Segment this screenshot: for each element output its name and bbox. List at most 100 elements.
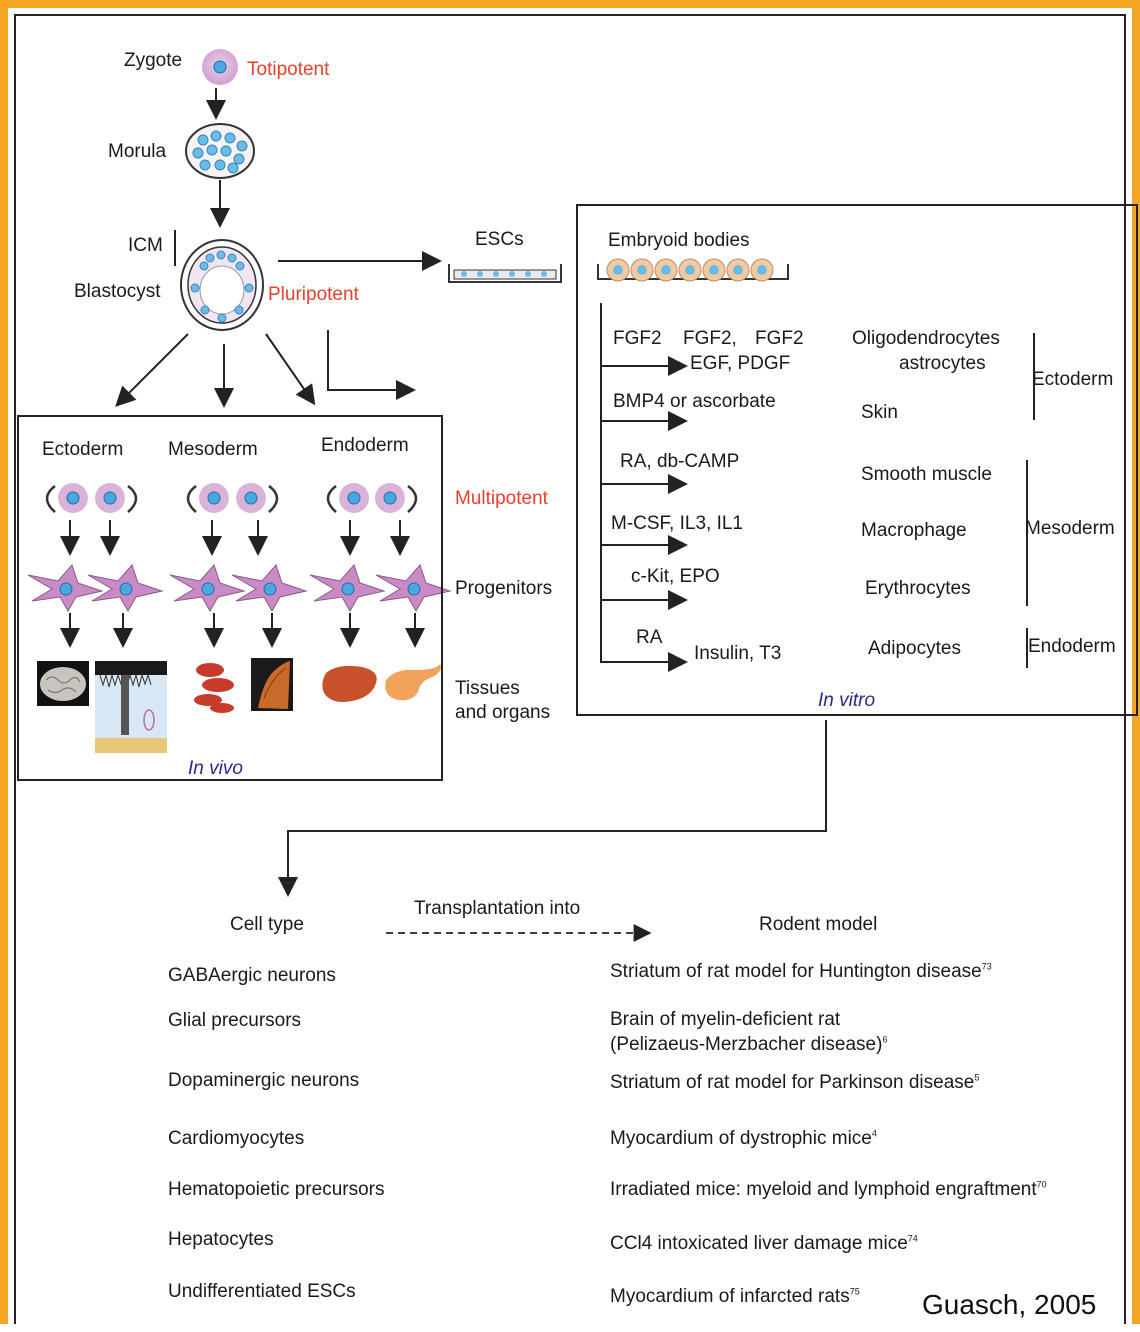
reference-number: 75	[849, 1286, 860, 1297]
cell-type-item: Glial precursors	[168, 1010, 302, 1031]
embryoid-bodies-label: Embryoid bodies	[608, 230, 750, 251]
progenitor-cell	[231, 564, 308, 613]
factor-bmp4: BMP4 or ascorbate	[613, 391, 776, 412]
self-renewal-arrow	[127, 485, 138, 513]
rodent-model-item: Myocardium of dystrophic mice4	[610, 1128, 877, 1151]
progenitor-cell	[375, 564, 452, 613]
rodent-model-item: CCl4 intoxicated liver damage mice74	[610, 1233, 918, 1256]
embryoid-body	[678, 258, 702, 282]
factor-insulin-t3: Insulin, T3	[694, 643, 782, 664]
outcome-smooth-muscle: Smooth muscle	[861, 464, 992, 485]
escs-label: ESCs	[475, 229, 524, 250]
self-renewal-arrow	[407, 485, 418, 513]
progenitor-cells-row	[27, 564, 452, 613]
layer-ectoderm: Ectoderm	[1032, 369, 1114, 390]
multipotent-cell	[236, 483, 266, 513]
embryoid-body	[726, 258, 750, 282]
progenitors-label: Progenitors	[455, 578, 553, 599]
credit-label: Guasch, 2005	[922, 1289, 1097, 1320]
rodent-model-text: Irradiated mice: myeloid and lymphoid en…	[610, 1179, 1037, 1200]
zygote-label: Zygote	[124, 50, 183, 71]
tissue-pancreas-image	[385, 664, 441, 701]
multipotent-cell	[199, 483, 229, 513]
outcome-astrocytes: astrocytes	[899, 353, 986, 374]
diagram-graphics	[27, 49, 1035, 942]
in-vivo-label: In vivo	[188, 758, 243, 779]
germ-layer-mesoderm: Mesoderm	[168, 439, 258, 460]
embryoid-body	[606, 258, 630, 282]
cell-type-item: Dopaminergic neurons	[168, 1070, 360, 1091]
factor-ra: RA	[636, 627, 663, 648]
blastocyst-label: Blastocyst	[74, 281, 161, 302]
rodent-model-item: Striatum of rat model for Huntington dis…	[610, 961, 992, 984]
rodent-model-text: Striatum of rat model for Parkinson dise…	[610, 1072, 975, 1093]
rodent-model-item: Irradiated mice: myeloid and lymphoid en…	[610, 1179, 1047, 1202]
in-vitro-box	[576, 204, 1138, 716]
layer-endoderm: Endoderm	[1028, 636, 1116, 657]
rodent-model-text: Striatum of rat model for Huntington dis…	[610, 961, 982, 982]
rodent-model-text: Myocardium of dystrophic mice	[610, 1128, 872, 1149]
cell-type-item: Hematopoietic precursors	[168, 1179, 385, 1200]
reference-number: 4	[871, 1128, 877, 1139]
embryoid-body	[702, 258, 726, 282]
embryoid-body	[750, 258, 774, 282]
reference-number: 74	[907, 1233, 918, 1244]
germ-layer-endoderm: Endoderm	[321, 435, 409, 456]
multipotent-cell	[375, 483, 405, 513]
reference-number: 6	[882, 1034, 888, 1045]
cell-type-item: Cardiomyocytes	[168, 1128, 305, 1149]
factor-fgf2-b: FGF2,	[683, 328, 737, 349]
embryoid-body	[630, 258, 654, 282]
rodent-model-header: Rodent model	[759, 914, 878, 935]
progenitor-cell	[309, 564, 386, 613]
factor-fgf2: FGF2	[613, 328, 662, 349]
blastocyst-cell	[180, 239, 264, 331]
factor-ckit-epo: c-Kit, EPO	[631, 566, 720, 587]
self-renewal-arrow	[186, 485, 197, 513]
factor-mcsf: M-CSF, IL3, IL1	[611, 513, 743, 534]
morula-label: Morula	[108, 141, 167, 162]
multipotent-label: Multipotent	[455, 488, 548, 509]
self-renewal-arrow	[268, 485, 279, 513]
factor-egf-pdgf: EGF, PDGF	[690, 353, 791, 374]
rodent-model-text: Brain of myelin-deficient rat	[610, 1009, 841, 1030]
in-vivo-box	[17, 415, 443, 781]
outcome-oligodendrocytes: Oligodendrocytes	[852, 328, 1000, 349]
progenitor-cell	[169, 564, 246, 613]
morula-cell	[185, 123, 255, 179]
outcome-adipocytes: Adipocytes	[868, 638, 961, 659]
reference-number: 5	[974, 1072, 980, 1083]
totipotent-label: Totipotent	[247, 59, 330, 80]
tissue-blood-image	[194, 663, 234, 713]
rodent-model-item: Striatum of rat model for Parkinson dise…	[610, 1072, 979, 1095]
cell-type-item: Hepatocytes	[168, 1229, 274, 1250]
reference-number: 70	[1036, 1179, 1047, 1190]
tissue-muscle-image	[251, 658, 293, 711]
embryoid-body	[654, 258, 678, 282]
self-renewal-arrow	[45, 485, 56, 513]
outcome-skin: Skin	[861, 402, 898, 423]
transplantation-label: Transplantation into	[414, 898, 581, 919]
rodent-model-item: Brain of myelin-deficient rat (Pelizaeus-…	[610, 1008, 887, 1057]
zygote-cell	[202, 49, 238, 85]
rodent-model-text: Myocardium of infarcted rats	[610, 1286, 850, 1307]
tissues-label-line2: and organs	[455, 702, 551, 723]
cell-type-item: GABAergic neurons	[168, 965, 336, 986]
embryoid-bodies-dish	[597, 258, 789, 282]
rodent-model-text-line2: (Pelizaeus-Merzbacher disease)	[610, 1033, 883, 1055]
arrow-to-transplantation	[278, 720, 827, 897]
factor-ra-dbcamp: RA, db-CAMP	[620, 451, 740, 472]
outcome-erythrocytes: Erythrocytes	[865, 578, 971, 599]
multipotent-cell	[58, 483, 88, 513]
germ-layer-ectoderm: Ectoderm	[42, 439, 124, 460]
self-renewal-arrow	[326, 485, 337, 513]
factor-fgf2-c: FGF2	[755, 328, 804, 349]
escs-dish	[448, 264, 562, 283]
tissue-liver-image	[322, 665, 377, 702]
pluripotent-label: Pluripotent	[268, 284, 359, 305]
multipotent-cells-row	[45, 483, 418, 513]
outcome-macrophage: Macrophage	[861, 520, 967, 541]
in-vitro-label: In vitro	[818, 690, 876, 711]
cell-type-item: Undifferentiated ESCs	[168, 1281, 356, 1302]
